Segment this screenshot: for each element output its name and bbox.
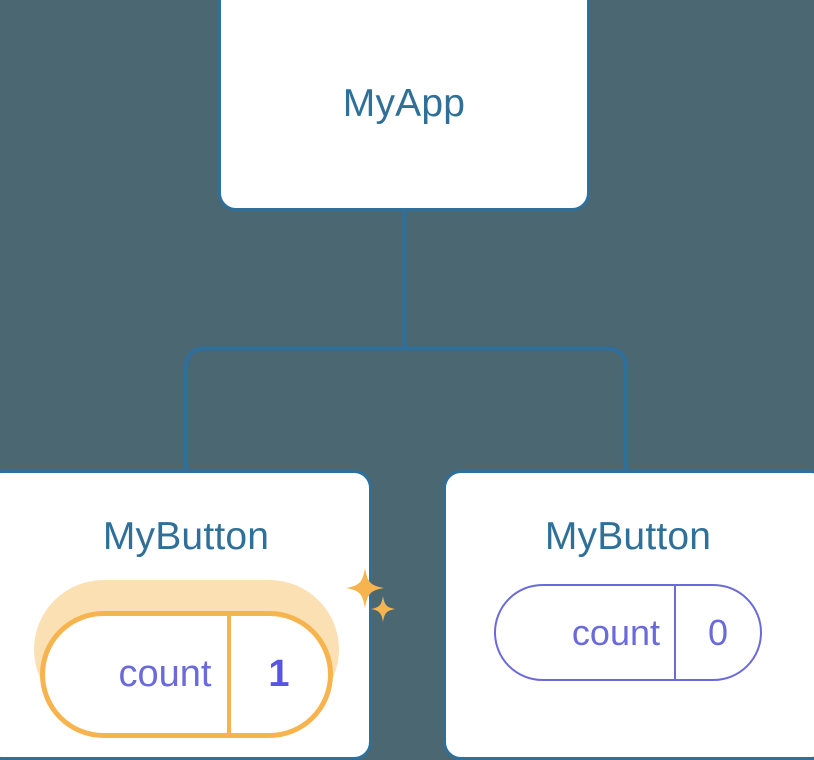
state-pill-left-key: count [45, 616, 231, 733]
sparkle-large-icon [345, 568, 384, 608]
node-mybutton-right-label: MyButton [544, 515, 712, 558]
state-pill-right-value: 0 [707, 611, 729, 653]
node-mybutton-left[interactable]: MyButton count 1 [0, 470, 395, 760]
node-mybutton-left-label: MyButton [102, 515, 270, 558]
sparkle-icon [345, 568, 395, 622]
node-mybutton-right[interactable]: MyButton count 0 [443, 470, 814, 760]
edge-to-right-child [404, 346, 628, 474]
state-pill-left-value: 1 [268, 653, 290, 695]
edge-to-left-child [184, 346, 405, 474]
node-myapp[interactable]: MyApp [218, 0, 590, 211]
state-pill-right[interactable]: count 0 [494, 584, 762, 681]
state-pill-left-wrapper: count 1 [33, 568, 395, 738]
state-pill-right-key: count [496, 586, 676, 679]
state-pill-left[interactable]: count 1 [39, 611, 333, 738]
sparkle-small-icon [370, 596, 395, 622]
node-myapp-label: MyApp [342, 81, 466, 125]
